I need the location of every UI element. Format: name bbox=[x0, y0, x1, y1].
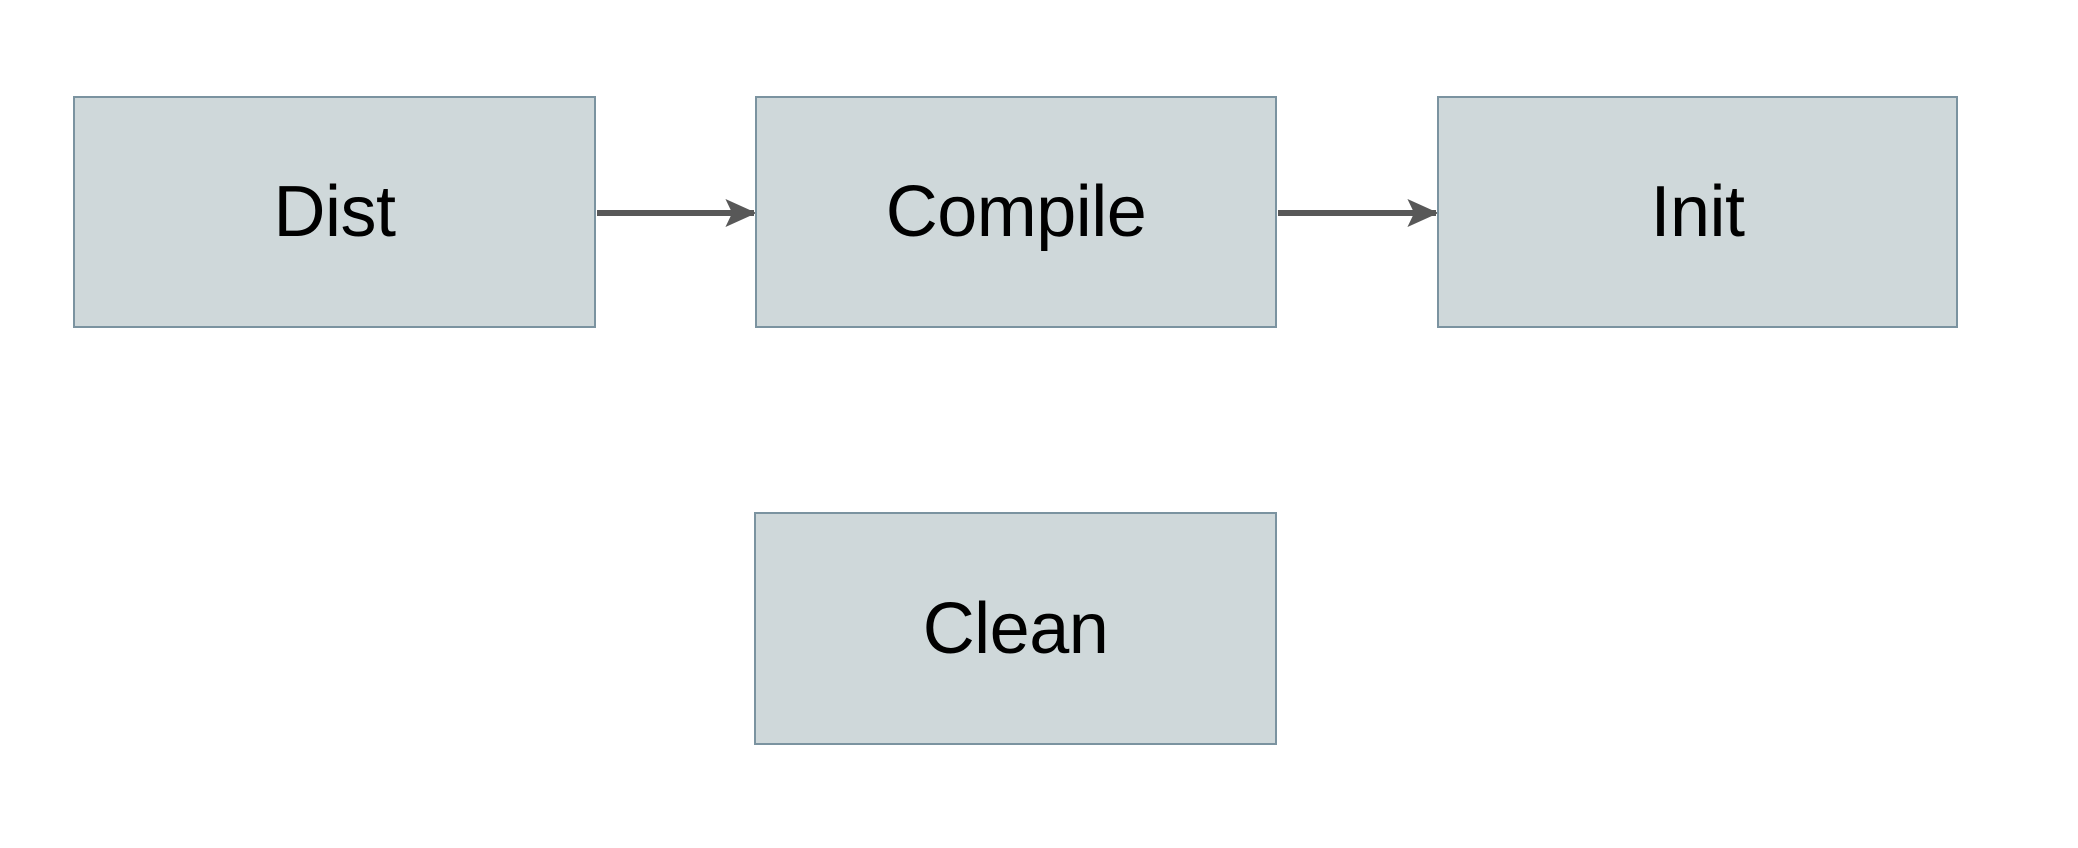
node-label-dist: Dist bbox=[273, 172, 397, 252]
node-label-clean: Clean bbox=[922, 588, 1109, 669]
node-compile[interactable]: Compile bbox=[755, 96, 1277, 328]
node-init[interactable]: Init bbox=[1437, 96, 1958, 328]
node-clean[interactable]: Clean bbox=[754, 512, 1277, 745]
node-label-compile: Compile bbox=[885, 172, 1147, 252]
node-label-init: Init bbox=[1650, 172, 1745, 252]
node-dist[interactable]: Dist bbox=[73, 96, 596, 328]
